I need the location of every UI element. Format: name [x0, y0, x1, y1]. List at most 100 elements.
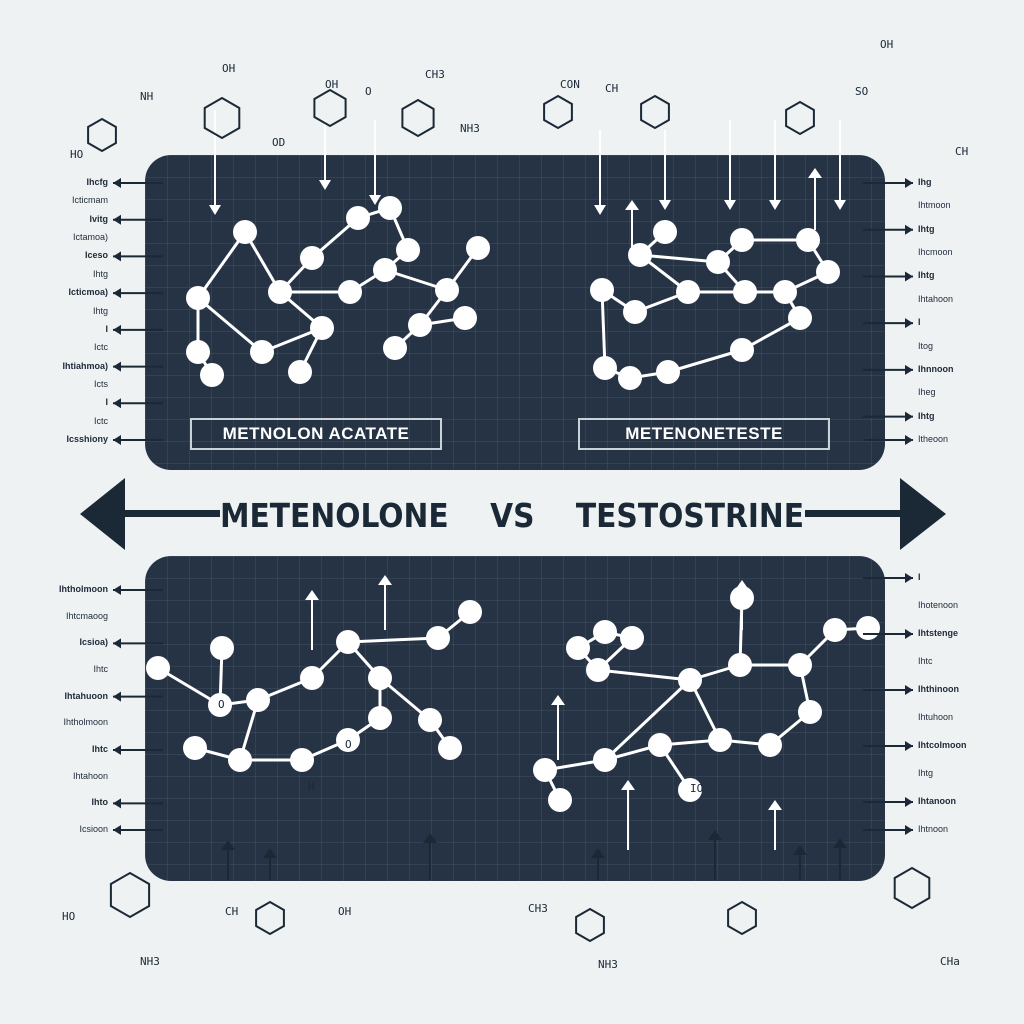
- atom-node: [300, 666, 324, 690]
- side-label: Ihtg: [918, 270, 935, 281]
- side-label: Ihtg: [918, 768, 934, 778]
- atom-node: [250, 340, 274, 364]
- side-label: Icticmoa): [68, 287, 108, 298]
- side-label: Ihtiahmoa): [62, 360, 108, 371]
- bond-line: [600, 289, 607, 369]
- arrow-left-icon: [113, 398, 121, 409]
- arrow-up-icon: [768, 800, 782, 810]
- side-label: Ihto: [91, 797, 109, 808]
- benzene-ring-icon: [785, 100, 815, 136]
- arrow-down-icon: [369, 195, 381, 205]
- benzene-ring-icon: [575, 907, 605, 943]
- atom-node: [426, 626, 450, 650]
- side-label: Ihcmoon: [918, 247, 953, 258]
- atom-label: NH3: [140, 955, 160, 968]
- atom-node: [288, 360, 312, 384]
- atom-node: [628, 243, 652, 267]
- side-label: Ihtc: [93, 664, 108, 674]
- atom-node: [593, 620, 617, 644]
- side-label: Ictamoa): [72, 232, 108, 243]
- side-label: Ihtg: [918, 223, 935, 234]
- arrow-left-icon: [113, 251, 121, 262]
- bond-line: [667, 348, 743, 374]
- page-title: METENOLONE VS TESTOSTRINE: [51, 496, 973, 535]
- side-label: Ihtanoon: [918, 796, 956, 806]
- side-label: Ihnnoon: [918, 363, 954, 374]
- atom-node: [733, 280, 757, 304]
- side-label: Ictc: [93, 415, 108, 426]
- top-panel: [145, 155, 885, 470]
- atom-node: [438, 736, 462, 760]
- atom-node: [708, 728, 732, 752]
- atom-node: [618, 366, 642, 390]
- atom-node: [816, 260, 840, 284]
- side-label: Ihotenoon: [918, 600, 959, 610]
- atom-label: CHa: [940, 955, 960, 968]
- side-label: Ihtcolmoon: [918, 740, 967, 750]
- atom-label: NH3: [598, 958, 618, 971]
- left-arrow-shaft: [125, 510, 220, 517]
- arrow-up-icon: [221, 840, 235, 850]
- atom-label: CH3: [528, 902, 548, 915]
- atom-node: [788, 306, 812, 330]
- arrow-left-icon: [113, 435, 121, 445]
- atom-label: IO: [690, 782, 703, 795]
- atom-node: [730, 338, 754, 362]
- right-arrow-shaft: [805, 510, 900, 517]
- arrow-up-icon: [735, 580, 749, 590]
- arrow-right-icon: [905, 178, 913, 188]
- arrow-left-icon: [113, 288, 121, 299]
- atom-node: [186, 286, 210, 310]
- atom-node: [593, 356, 617, 380]
- left-arrow-icon: [80, 478, 125, 550]
- arrow-up-icon: [808, 168, 822, 178]
- atom-node: [730, 228, 754, 252]
- arrow-up-icon: [793, 845, 807, 855]
- atom-node: [676, 280, 700, 304]
- side-label: Icts: [93, 378, 108, 389]
- atom-label: CH: [605, 82, 618, 95]
- side-label: Itheoon: [918, 434, 949, 444]
- benzene-ring-icon: [203, 96, 241, 140]
- arrow-down-icon: [319, 180, 331, 190]
- arrow-right-icon: [905, 364, 913, 375]
- arrow-up-icon: [621, 780, 635, 790]
- arrow-up-icon: [708, 830, 722, 840]
- arrow-left-icon: [113, 825, 121, 835]
- side-label: Itog: [918, 340, 934, 351]
- arrow-right-icon: [905, 224, 913, 235]
- atom-node: [368, 666, 392, 690]
- atom-node: [586, 658, 610, 682]
- arrow-right-icon: [905, 741, 913, 751]
- side-label: Ihtg: [918, 410, 935, 421]
- atom-node: [396, 238, 420, 262]
- atom-node: [706, 250, 730, 274]
- side-label: Ihtuhoon: [918, 712, 954, 722]
- title-vs: VS: [490, 496, 535, 535]
- side-label: Ihtc: [918, 656, 933, 666]
- atom-node: [623, 300, 647, 324]
- benzene-ring-icon: [543, 94, 573, 130]
- arrow-up-icon: [551, 695, 565, 705]
- side-label: Ihtcmaoog: [65, 610, 108, 621]
- side-label: Ivitg: [89, 213, 108, 224]
- benzene-ring-icon: [401, 98, 435, 138]
- metenolone-acetate-label: METNOLON ACATATE: [190, 418, 442, 450]
- atom-node: [186, 340, 210, 364]
- atom-node: [788, 653, 812, 677]
- side-label: Ihtc: [91, 744, 108, 754]
- atom-node: [773, 280, 797, 304]
- atom-label: OH: [338, 905, 351, 918]
- arrow-left-icon: [113, 691, 121, 702]
- arrow-left-icon: [113, 585, 121, 595]
- side-label: Ictc: [93, 342, 108, 353]
- atom-node: [548, 788, 572, 812]
- atom-node: [590, 278, 614, 302]
- benzene-ring-icon: [727, 900, 757, 936]
- arrow-right-icon: [905, 797, 913, 807]
- arrow-left-icon: [113, 638, 121, 649]
- bond-line: [197, 296, 263, 354]
- side-label: Iheg: [918, 387, 936, 398]
- atom-node: [183, 736, 207, 760]
